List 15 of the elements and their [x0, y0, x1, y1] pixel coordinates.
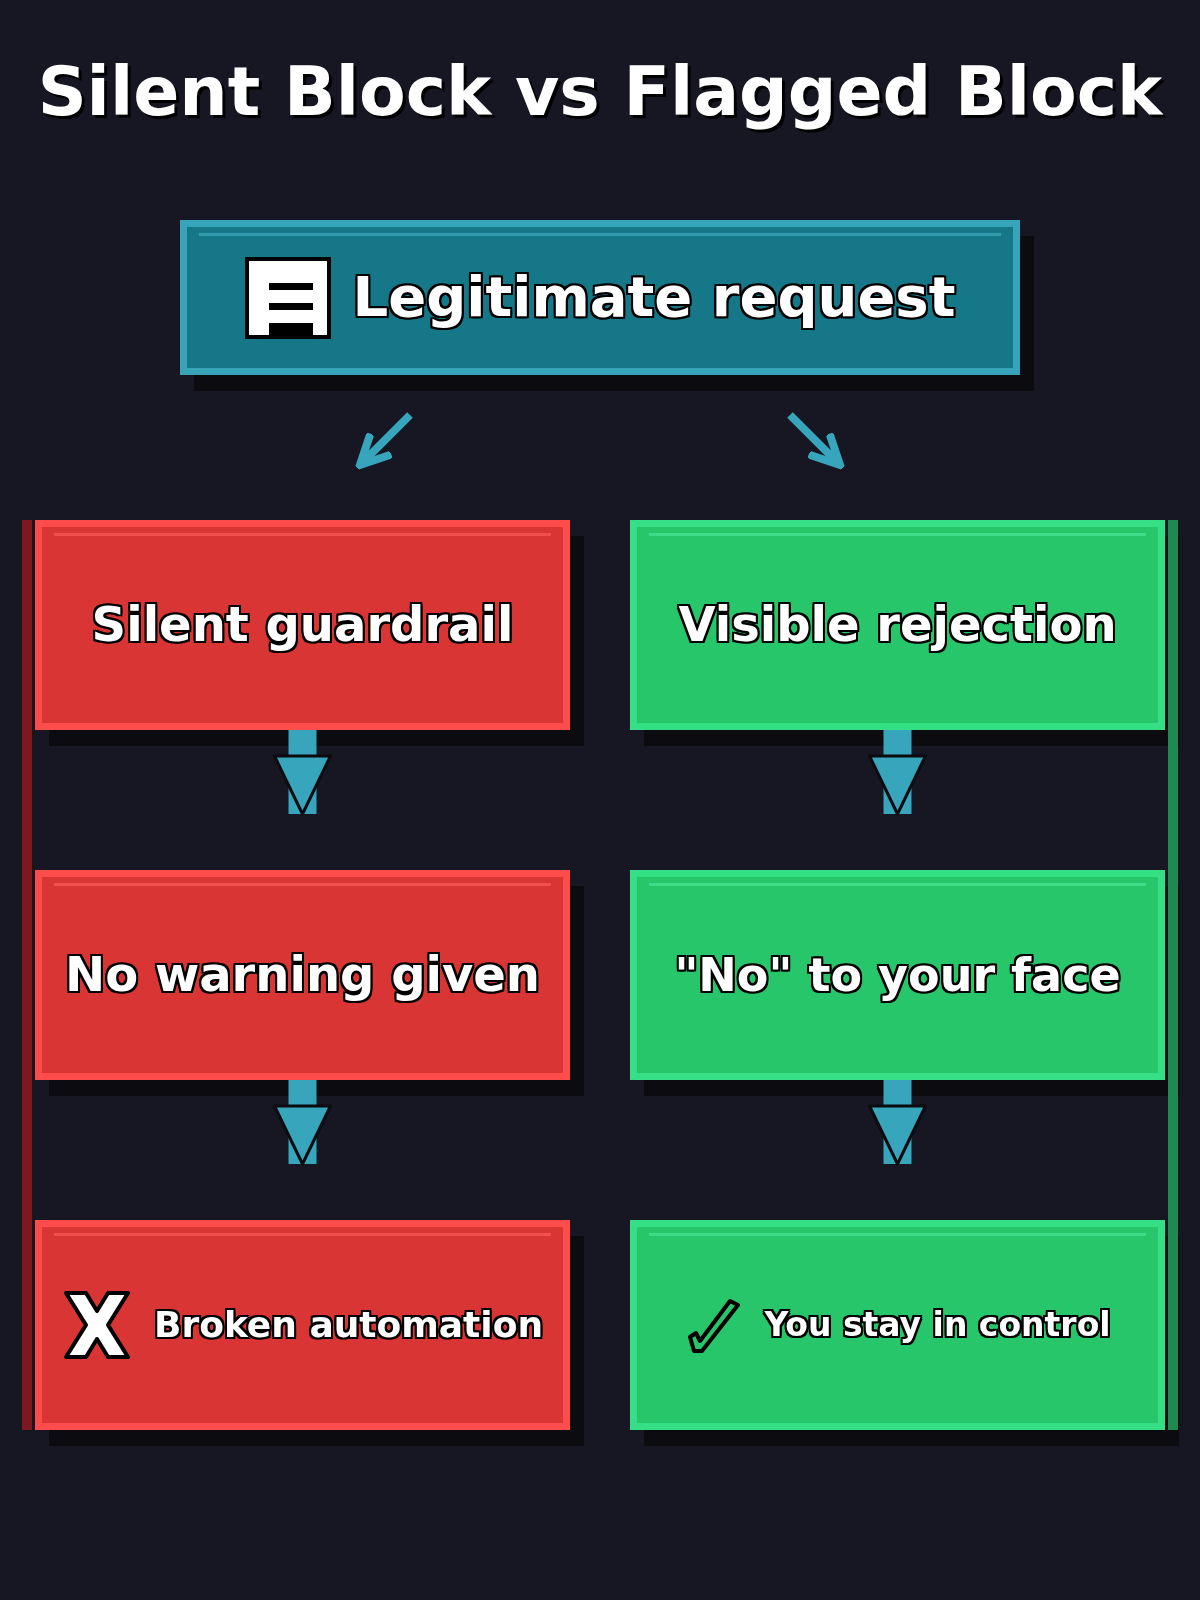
box-label: No warning given — [65, 947, 540, 1003]
process-box — [630, 1220, 1165, 1430]
box-label: Visible rejection — [678, 597, 1117, 653]
process-box — [630, 520, 1165, 730]
process-box — [35, 1220, 570, 1430]
box-label: You stay in control — [764, 1306, 1111, 1344]
box-label: Silent guardrail — [91, 597, 514, 653]
box-label: Broken automation — [153, 1304, 544, 1346]
process-box — [35, 870, 570, 1080]
process-box — [180, 220, 1020, 375]
box-label: "No" to your face — [674, 948, 1121, 1002]
process-box — [630, 870, 1165, 1080]
process-box — [35, 520, 570, 730]
box-label: Legitimate request — [352, 265, 956, 330]
title: Silent Block vs Flagged Block — [36, 52, 1164, 131]
